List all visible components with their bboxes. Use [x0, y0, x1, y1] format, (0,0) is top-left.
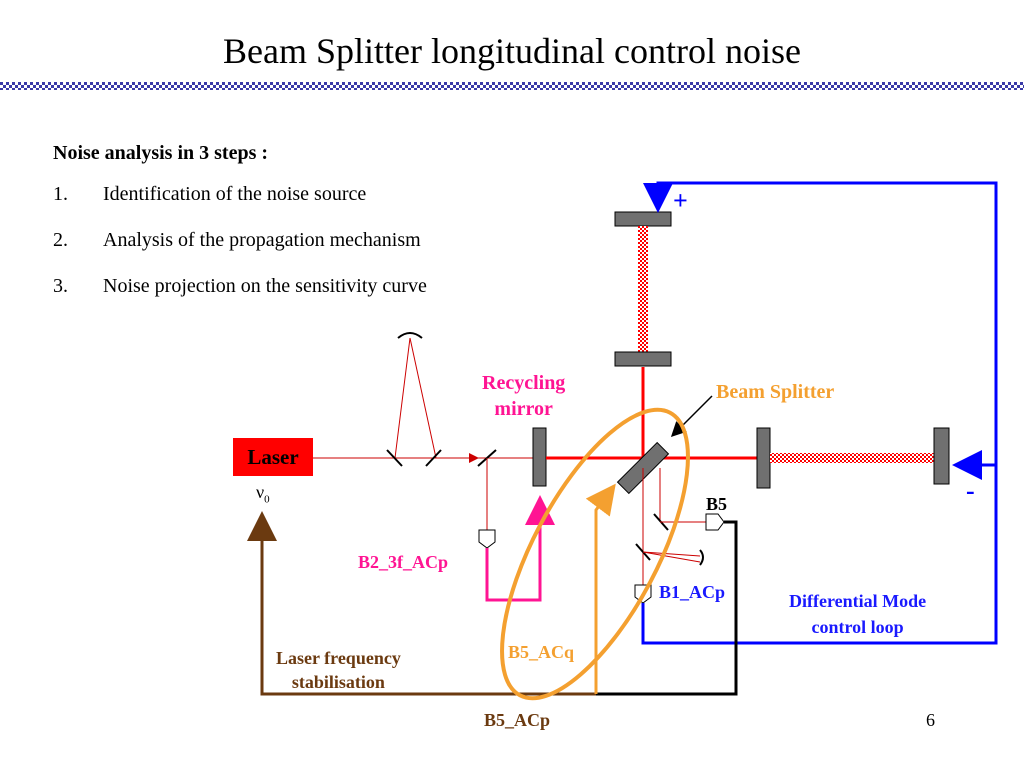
west-input-mirror: [756, 427, 771, 489]
step-number: 2.: [53, 229, 68, 251]
beam-splitter-label: Beam Splitter: [716, 381, 835, 403]
beam-splitter-pointer: [670, 395, 713, 438]
mc-mirror-1: [386, 449, 403, 467]
step-text: Analysis of the propagation mechanism: [103, 229, 421, 251]
laser-frequency-label-line1: Laser frequency: [276, 648, 401, 668]
differential-mode-label: Differential Mode control loop: [789, 588, 926, 640]
b5-acq-signal-line: [585, 483, 616, 694]
nu0-label: ν0: [256, 482, 270, 506]
west-end-mirror: [933, 427, 950, 485]
step-number: 1.: [53, 183, 68, 205]
laser-source: Laser: [233, 438, 313, 476]
b1-telescope-bottom: [642, 551, 701, 563]
laser-label: Laser: [247, 444, 299, 469]
north-input-mirror: [614, 351, 672, 367]
b5-photodiode-icon: [705, 513, 725, 531]
b5-signal-line: [596, 520, 738, 696]
step-number: 3.: [53, 275, 68, 297]
frequency-loop: [247, 511, 596, 696]
step-item: 1. Identification of the noise source: [53, 181, 427, 207]
mc-leg-right: [409, 337, 437, 459]
b2-signal-line: [485, 495, 555, 602]
north-cavity-beam: [638, 226, 648, 352]
west-cavity-beam: [770, 453, 934, 463]
b1-curved-mirror: [699, 549, 704, 566]
b5-acq-label: B5_ACq: [508, 642, 575, 662]
laser-frequency-label-line2: stabilisation: [291, 672, 385, 692]
differential-loop: [641, 181, 998, 645]
steps-heading: Noise analysis in 3 steps :: [53, 142, 269, 164]
plus-sign: +: [673, 186, 688, 215]
step-text: Noise projection on the sensitivity curv…: [103, 275, 427, 297]
minus-sign: -: [966, 476, 975, 505]
mc-curved-mirror: [397, 332, 423, 339]
b5-acp-label: B5_ACp: [484, 710, 551, 730]
laser-frequency-label: Laser frequency stabilisation: [276, 646, 401, 694]
b2-3f-acp-label: B2_3f_ACp: [358, 552, 449, 572]
b2-photodiode-icon: [478, 529, 496, 549]
highlight-ellipse: [500, 407, 690, 701]
recycling-mirror-label-line2: mirror: [494, 398, 553, 420]
mc-mirror-2: [425, 449, 442, 467]
slide-title: Beam Splitter longitudinal control noise: [223, 31, 801, 71]
b5-label: B5: [706, 494, 728, 514]
differential-mode-label-line2: control loop: [811, 617, 904, 637]
mc-leg-left: [394, 337, 411, 459]
step-text: Identification of the noise source: [103, 183, 367, 205]
step-item: 2. Analysis of the propagation mechanism: [53, 227, 427, 253]
b1-acp-label: B1_ACp: [659, 582, 726, 602]
page-number: 6: [926, 710, 935, 730]
north-end-mirror: [614, 211, 672, 227]
b1-telescope-top: [642, 551, 701, 557]
recycling-mirror-label: Recycling mirror: [482, 370, 565, 422]
title-divider: [0, 82, 1024, 90]
differential-mode-label-line1: Differential Mode: [789, 591, 927, 611]
steps-list: Noise analysis in 3 steps : 1. Identific…: [53, 142, 427, 319]
recycling-mirror-label-line1: Recycling: [482, 372, 566, 394]
step-item: 3. Noise projection on the sensitivity c…: [53, 273, 427, 299]
recycling-mirror: [532, 427, 547, 487]
